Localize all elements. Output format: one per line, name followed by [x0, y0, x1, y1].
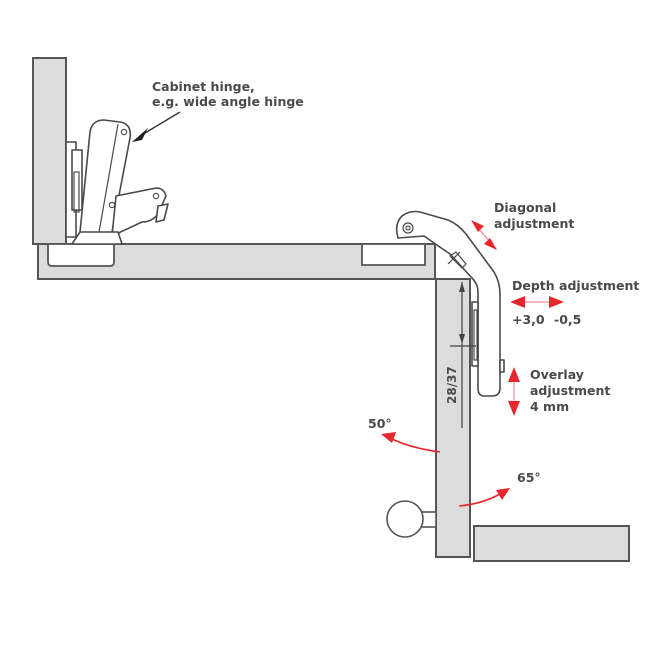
- angle-50-arrow: [381, 432, 441, 453]
- dimension-label: 28/37: [445, 366, 459, 404]
- diagonal-adjustment-label-line1: Diagonal: [494, 200, 556, 215]
- right-hinge-cup: [361, 243, 426, 266]
- cabinet-hinge-leader: [132, 111, 181, 142]
- overlay-adjustment-label-line1: Overlay: [530, 367, 584, 382]
- overlay-adjustment-arrow: [508, 367, 520, 416]
- overlay-adjustment-label-line2: adjustment: [530, 383, 610, 398]
- cabinet-hinge-label-line1: Cabinet hinge,: [152, 79, 255, 94]
- depth-adjustment-label: Depth adjustment: [512, 278, 639, 293]
- left-side-panel: [32, 57, 67, 245]
- left-hinge-cup: [47, 243, 115, 267]
- cabinet-hinge-label-line2: e.g. wide angle hinge: [152, 94, 304, 109]
- angle-50-label: 50°: [368, 416, 392, 431]
- overlay-adjustment-label-line3: 4 mm: [530, 399, 569, 414]
- door-knob: [386, 500, 437, 538]
- dimension-28-37: [450, 282, 476, 428]
- wide-angle-hinge: [65, 119, 169, 245]
- angle-65-arrow: [458, 488, 510, 507]
- installed-hinge: [395, 210, 505, 397]
- depth-minus-value: -0,5: [554, 312, 581, 327]
- diagonal-adjustment-arrow: [471, 220, 497, 250]
- bottom-panel: [473, 525, 630, 562]
- diagonal-adjustment-label-line2: adjustment: [494, 216, 574, 231]
- depth-plus-value: +3,0: [512, 312, 545, 327]
- depth-adjustment-arrow: [510, 296, 564, 308]
- angle-65-label: 65°: [517, 470, 541, 485]
- door-panel: [435, 278, 471, 558]
